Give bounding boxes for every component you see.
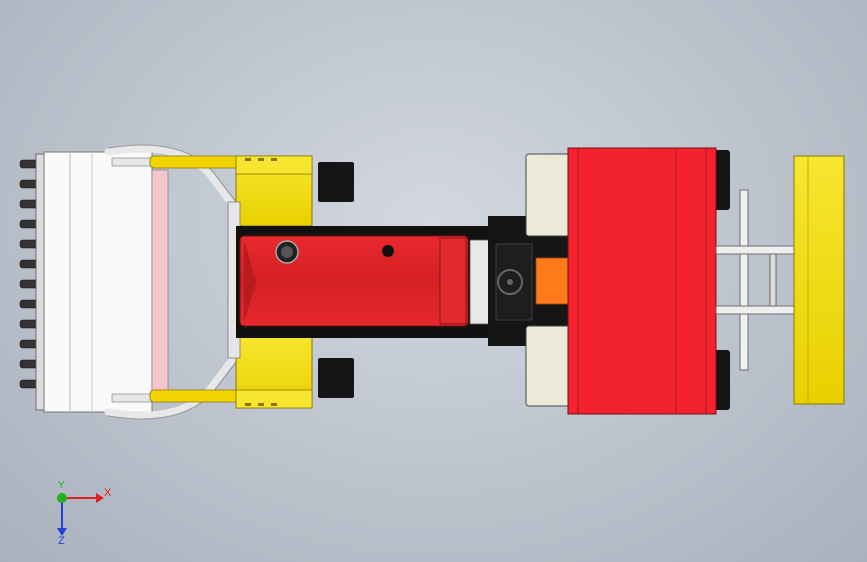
lift-cylinders	[111, 155, 241, 403]
articulation	[469, 216, 572, 346]
y-axis-dot	[57, 493, 67, 503]
seat-orange	[535, 257, 571, 305]
body-hole	[382, 245, 394, 257]
x-axis-label: X	[104, 487, 112, 499]
bucket-back-pink	[151, 169, 169, 393]
coordinate-triad: X Y Z	[57, 480, 112, 547]
front-body	[236, 226, 488, 338]
x-arrowhead	[96, 493, 104, 503]
rear-linkage	[715, 189, 829, 371]
steering-wheel	[497, 269, 523, 295]
rear-body	[567, 147, 717, 415]
bucket-body	[43, 151, 153, 413]
y-axis-label: Y	[58, 480, 65, 491]
bucket[interactable]	[19, 151, 169, 413]
z-arrowhead	[57, 528, 67, 536]
bucket-lip	[35, 153, 45, 411]
rear-blade	[793, 155, 845, 405]
z-axis-label: Z	[58, 535, 65, 547]
